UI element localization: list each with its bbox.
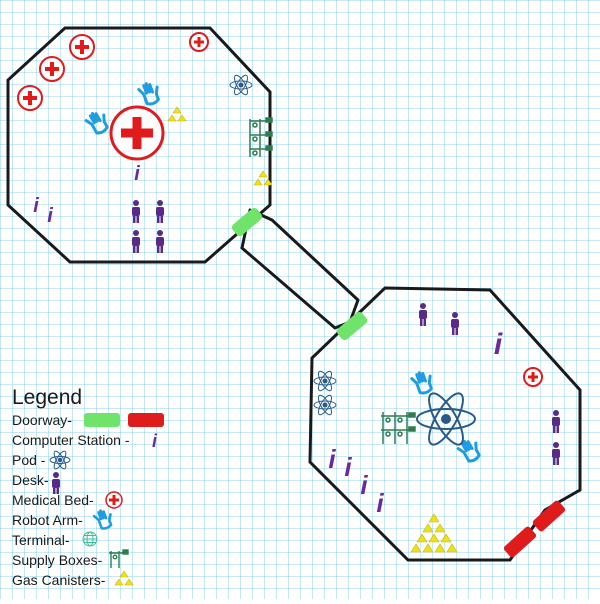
doorway-room2[interactable] bbox=[335, 310, 369, 341]
person-desk-icon[interactable] bbox=[552, 442, 560, 465]
legend-label-supply-boxes: Supply Boxes- bbox=[12, 552, 103, 568]
person-desk-icon[interactable] bbox=[419, 303, 427, 326]
svg-text:i: i bbox=[33, 195, 39, 217]
svg-text:i: i bbox=[376, 488, 384, 518]
person-desk-icon[interactable] bbox=[552, 410, 560, 433]
hand-icon[interactable] bbox=[84, 109, 111, 136]
legend-label-desk: Desk- bbox=[12, 472, 49, 488]
triangle-cluster-icon bbox=[114, 570, 134, 586]
legend-label-computer-station: Computer Station - bbox=[12, 432, 130, 448]
legend-label-doorway: Doorway- bbox=[12, 412, 72, 428]
computer-station-icon[interactable]: i bbox=[47, 205, 53, 227]
medical-cross-icon[interactable] bbox=[523, 367, 543, 387]
legend-label-pod: Pod - bbox=[12, 452, 46, 468]
legend-label-robot-arm: Robot Arm- bbox=[12, 512, 83, 528]
svg-text:i: i bbox=[344, 452, 352, 482]
hand-icon[interactable] bbox=[456, 437, 483, 464]
computer-station-icon[interactable]: i bbox=[328, 444, 336, 474]
hand-icon bbox=[92, 509, 113, 530]
atom-pod-icon[interactable] bbox=[229, 73, 253, 96]
triangle-cluster-icon[interactable] bbox=[167, 106, 187, 122]
triangle-cluster-icon[interactable] bbox=[253, 170, 273, 186]
computer-station-icon[interactable]: i bbox=[360, 470, 368, 500]
medical-cross-icon[interactable] bbox=[189, 32, 209, 52]
triangle-cluster-icon[interactable] bbox=[410, 513, 458, 553]
legend-label-medical-bed: Medical Bed- bbox=[12, 492, 94, 508]
hand-icon[interactable] bbox=[137, 81, 162, 107]
hand-icon[interactable] bbox=[410, 370, 435, 396]
svg-text:i: i bbox=[360, 470, 368, 500]
door-icon[interactable] bbox=[230, 206, 264, 237]
atom-pod-icon[interactable] bbox=[313, 393, 337, 416]
computer-station-icon[interactable]: i bbox=[33, 195, 39, 217]
medical-cross-icon[interactable] bbox=[39, 56, 65, 82]
door-icon[interactable] bbox=[335, 310, 369, 341]
medical-cross-icon[interactable] bbox=[69, 34, 95, 60]
legend-title: Legend bbox=[12, 386, 82, 409]
person-desk-icon[interactable] bbox=[156, 200, 164, 223]
doorway-room1[interactable] bbox=[230, 206, 264, 237]
computer-station-icon: i bbox=[152, 431, 158, 451]
computer-station-icon[interactable]: i bbox=[376, 488, 384, 518]
tool-rack-icon[interactable] bbox=[249, 117, 273, 157]
medical-cross-icon[interactable] bbox=[109, 105, 165, 161]
globe-terminal-icon bbox=[82, 531, 98, 547]
person-desk-icon[interactable] bbox=[132, 230, 140, 253]
legend: Legend Doorway- Computer Station - i Pod… bbox=[12, 386, 164, 588]
svg-text:i: i bbox=[328, 444, 336, 474]
person-desk-icon[interactable] bbox=[132, 200, 140, 223]
svg-text:i: i bbox=[134, 163, 140, 185]
medical-cross-icon bbox=[105, 491, 123, 509]
person-desk-icon[interactable] bbox=[156, 230, 164, 253]
door-icon bbox=[84, 413, 120, 427]
medical-cross-icon[interactable] bbox=[17, 85, 43, 111]
computer-station-icon[interactable]: i bbox=[344, 452, 352, 482]
atom-pod-icon[interactable] bbox=[416, 389, 476, 449]
person-desk-icon bbox=[52, 472, 60, 494]
legend-label-gas-canisters: Gas Canisters- bbox=[12, 572, 106, 588]
atom-pod-icon[interactable] bbox=[313, 369, 337, 392]
atom-pod-icon bbox=[49, 450, 71, 470]
door-icon bbox=[128, 413, 164, 427]
computer-station-icon[interactable]: i bbox=[134, 163, 140, 185]
svg-text:i: i bbox=[47, 205, 53, 227]
doorway-closed-2[interactable] bbox=[503, 525, 538, 558]
tool-rack-icon[interactable] bbox=[381, 412, 416, 444]
computer-station-icon[interactable]: i bbox=[494, 328, 503, 361]
tool-rack-icon bbox=[109, 549, 129, 568]
doorway-closed-1[interactable] bbox=[532, 499, 567, 532]
person-desk-icon[interactable] bbox=[451, 312, 459, 335]
legend-label-terminal: Terminal- bbox=[12, 532, 70, 548]
svg-text:i: i bbox=[494, 328, 503, 361]
door-icon[interactable] bbox=[503, 499, 567, 558]
